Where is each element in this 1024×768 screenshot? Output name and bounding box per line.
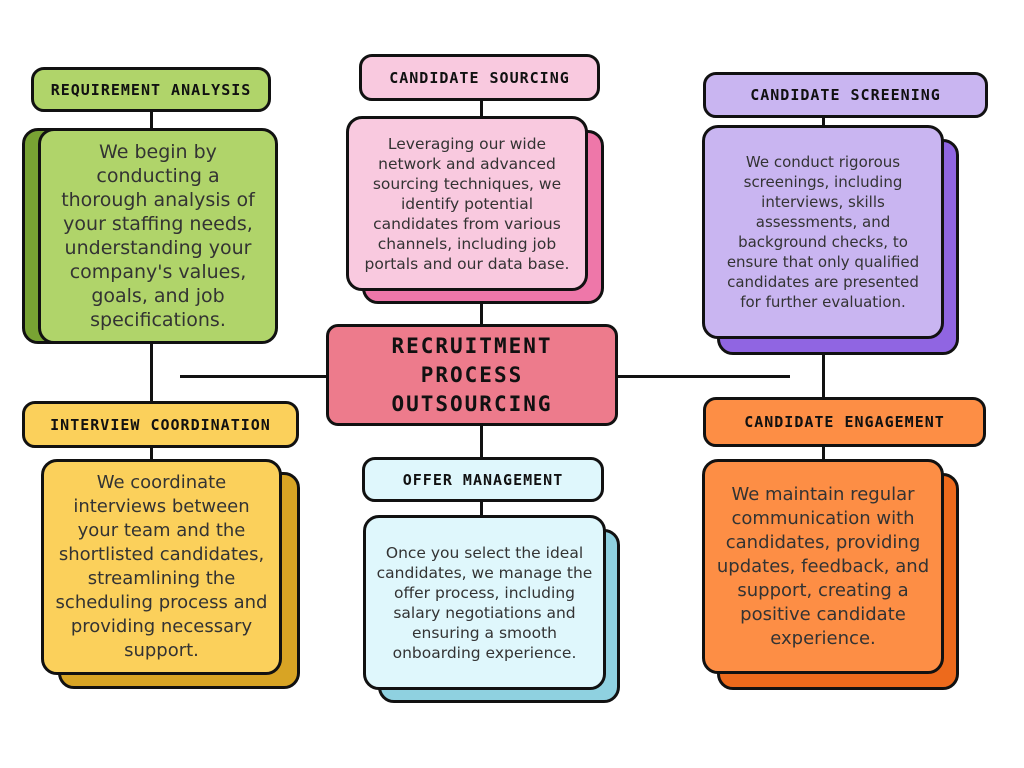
interview-coordination-label: INTERVIEW COORDINATION xyxy=(22,401,299,448)
requirement-analysis-label: REQUIREMENT ANALYSIS xyxy=(31,67,271,112)
center-title: RECRUITMENT PROCESS OUTSOURCING xyxy=(391,333,553,416)
candidate-engagement-label: CANDIDATE ENGAGEMENT xyxy=(703,397,986,447)
candidate-sourcing-card: Leveraging our wide network and advanced… xyxy=(346,116,588,291)
candidate-screening-card: We conduct rigorous screenings, includin… xyxy=(702,125,944,339)
candidate-engagement-card: We maintain regular communication with c… xyxy=(702,459,944,674)
candidate-engagement-text: We maintain regular communication with c… xyxy=(716,483,930,649)
offer-management-text: Once you select the ideal candidates, we… xyxy=(376,543,593,662)
candidate-sourcing-text: Leveraging our wide network and advanced… xyxy=(364,134,570,273)
candidate-sourcing-label: CANDIDATE SOURCING xyxy=(359,54,600,101)
interview-coordination-text: We coordinate interviews between your te… xyxy=(55,472,268,661)
requirement-analysis-text: We begin by conducting a thorough analys… xyxy=(61,141,255,331)
requirement-analysis-card: We begin by conducting a thorough analys… xyxy=(38,128,278,344)
interview-coordination-card: We coordinate interviews between your te… xyxy=(41,459,282,675)
candidate-screening-label: CANDIDATE SCREENING xyxy=(703,72,988,118)
candidate-screening-text: We conduct rigorous screenings, includin… xyxy=(726,153,920,311)
center-node: RECRUITMENT PROCESS OUTSOURCING xyxy=(326,324,618,426)
offer-management-label: OFFER MANAGEMENT xyxy=(362,457,604,502)
offer-management-card: Once you select the ideal candidates, we… xyxy=(363,515,606,690)
